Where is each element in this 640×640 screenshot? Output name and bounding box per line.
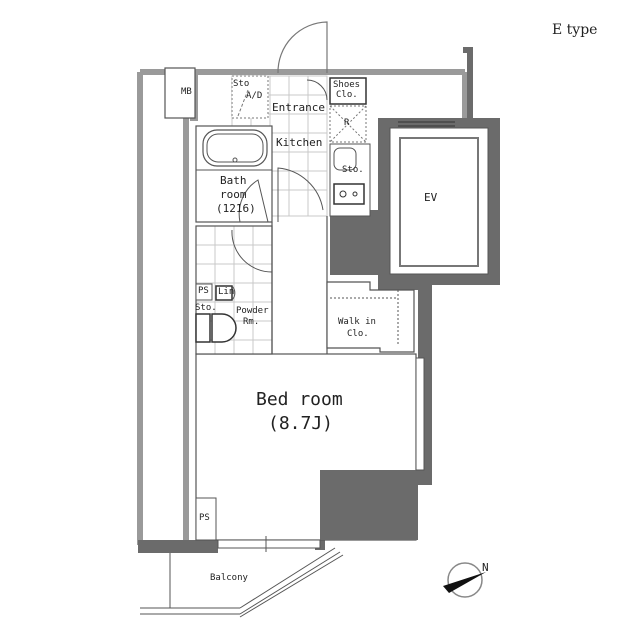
toilet-bowl bbox=[211, 313, 237, 343]
walk-in-closet bbox=[326, 281, 415, 353]
label-storage-ad-1: Sto bbox=[233, 79, 250, 89]
ps-lower-box bbox=[195, 497, 217, 541]
bedroom-window-bottom bbox=[217, 539, 321, 549]
label-ev: EV bbox=[424, 191, 438, 204]
bedroom-window-right bbox=[415, 357, 425, 471]
shoes-closet bbox=[329, 77, 367, 105]
label-powder-1: Powder bbox=[236, 306, 269, 316]
storage-ad bbox=[231, 75, 269, 119]
toilet-tank bbox=[195, 313, 211, 343]
linen-box bbox=[215, 285, 233, 301]
label-bath-3: (1216) bbox=[216, 202, 256, 215]
label-storage-ad-2: A/D bbox=[246, 91, 263, 101]
label-kitchen: Kitchen bbox=[276, 136, 323, 149]
label-bedroom-1: Bed room bbox=[256, 389, 343, 410]
label-bath-2: room bbox=[220, 188, 247, 201]
label-refrigerator: R bbox=[344, 118, 350, 128]
kitchen-sink bbox=[333, 147, 357, 171]
label-powder-2: Rm. bbox=[243, 317, 260, 327]
label-shoes-2: Clo. bbox=[336, 90, 358, 100]
label-powder-storage: Sto. bbox=[195, 303, 217, 313]
label-walk-in-2: Clo. bbox=[347, 329, 369, 339]
label-ps-upper: PS bbox=[198, 286, 209, 296]
balcony-outline bbox=[140, 547, 344, 618]
mb-box bbox=[164, 67, 196, 119]
compass-icon bbox=[443, 562, 486, 598]
unit-type-label: E type bbox=[552, 22, 598, 38]
label-ps-lower: PS bbox=[199, 513, 210, 523]
label-linen: Lin bbox=[218, 287, 235, 297]
elevator-car bbox=[399, 137, 479, 267]
ps-upper-box bbox=[195, 283, 213, 301]
label-bedroom-2: (8.7J) bbox=[268, 413, 334, 434]
label-walk-in-1: Walk in bbox=[338, 317, 376, 327]
label-entrance: Entrance bbox=[272, 101, 325, 114]
kitchen-stove bbox=[333, 183, 365, 205]
front-door-swing bbox=[277, 21, 328, 74]
label-mb: MB bbox=[181, 87, 192, 97]
label-shoes-1: Shoes bbox=[333, 80, 361, 90]
compass-north-label: N bbox=[482, 561, 489, 574]
bath-door-swing bbox=[277, 167, 324, 222]
label-kitchen-storage: Sto. bbox=[342, 165, 364, 175]
bathtub bbox=[202, 129, 268, 167]
powder-door-swing bbox=[231, 229, 273, 273]
label-balcony: Balcony bbox=[210, 573, 248, 583]
label-bath-1: Bath bbox=[220, 174, 247, 187]
